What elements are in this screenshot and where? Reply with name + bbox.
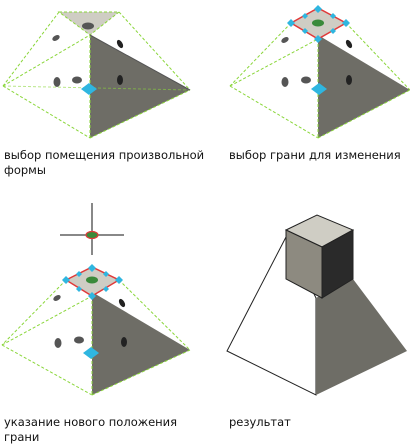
pyramid-drawing-2 — [229, 5, 410, 139]
cube — [284, 214, 355, 299]
caption-result: результат — [229, 415, 291, 429]
figure-select-face: выбор грани для изменения — [205, 0, 410, 190]
grip-markers — [52, 22, 124, 87]
figure-new-position: указание нового положения грани — [0, 195, 205, 448]
face-grips — [287, 5, 350, 43]
result-drawing — [226, 214, 407, 396]
crosshair-cursor — [60, 203, 124, 255]
caption-select-space: выбор помещения произвольной формы — [4, 148, 205, 177]
pyramid-drawing-3 — [1, 203, 191, 396]
moving-face-grips — [62, 264, 123, 300]
caption-select-face: выбор грани для изменения — [229, 148, 401, 162]
pyramid-drawing-1 — [2, 11, 191, 139]
caption-new-position: указание нового положения грани — [4, 415, 178, 444]
figure-result: результат — [205, 195, 410, 448]
figure-select-space: выбор помещения произвольной формы — [0, 0, 205, 190]
